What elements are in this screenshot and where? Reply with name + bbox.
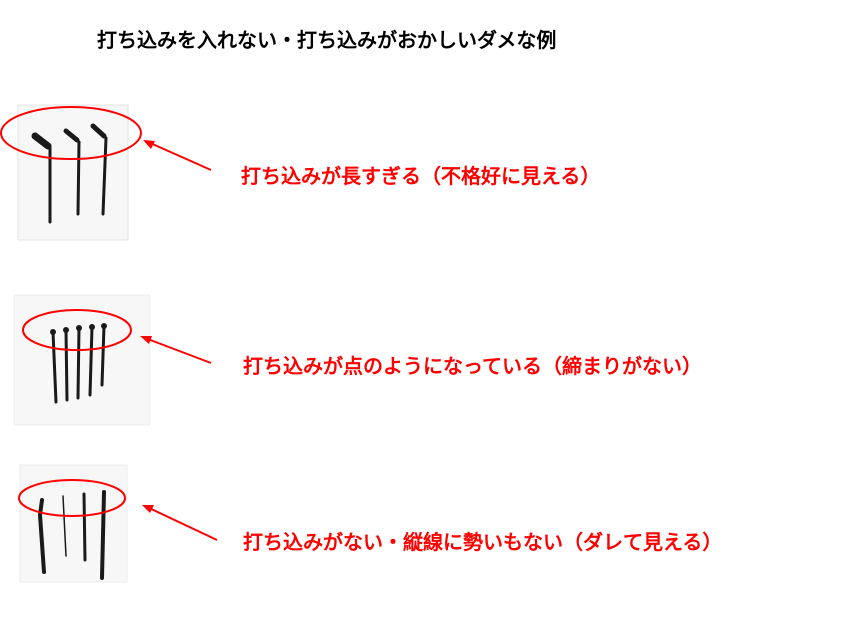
example-1-image bbox=[17, 104, 129, 241]
arrow-2 bbox=[140, 336, 212, 364]
arrow-1 bbox=[143, 140, 212, 171]
example-3-image bbox=[19, 464, 128, 583]
example-2-image bbox=[13, 294, 151, 426]
highlight-ellipse-3 bbox=[18, 479, 126, 517]
example-label-3: 打ち込みがない・縦線に勢いもない（ダレて見える） bbox=[243, 530, 723, 554]
example-label-2: 打ち込みが点のようになっている（締まりがない） bbox=[243, 354, 702, 378]
page-title: 打ち込みを入れない・打ち込みがおかしいダメな例 bbox=[97, 28, 557, 52]
highlight-ellipse-1 bbox=[0, 106, 142, 160]
highlight-ellipse-2 bbox=[22, 309, 132, 351]
arrow-3 bbox=[142, 505, 218, 541]
example-label-1: 打ち込みが長すぎる（不格好に見える） bbox=[241, 164, 601, 188]
